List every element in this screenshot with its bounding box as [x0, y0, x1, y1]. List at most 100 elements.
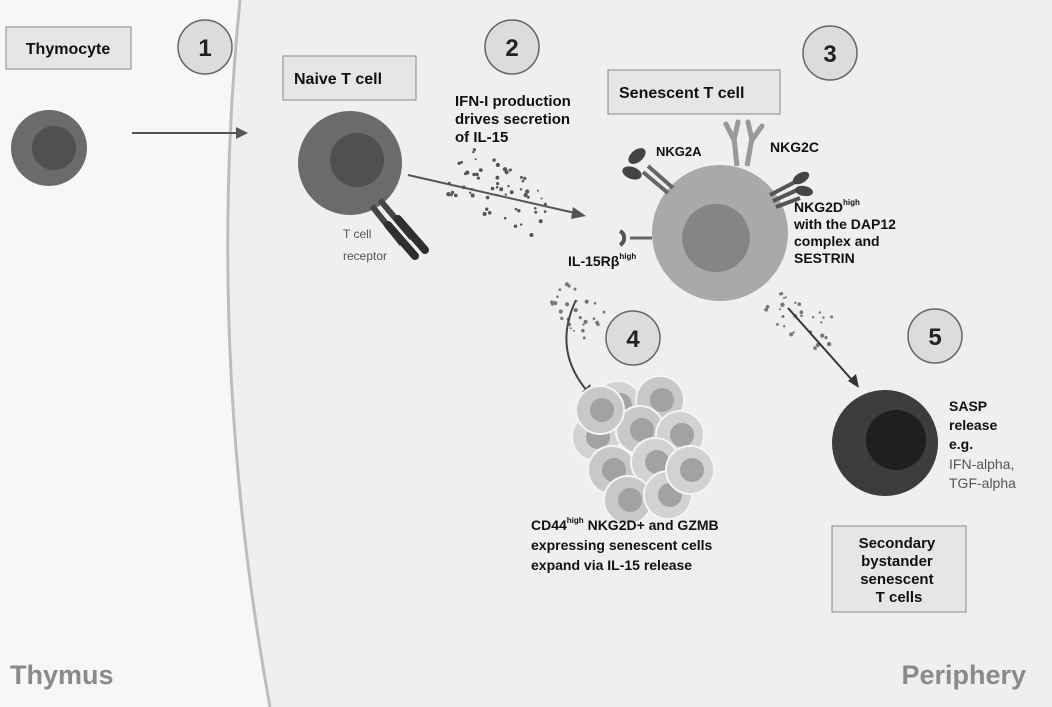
- secretion-dot: [593, 301, 597, 305]
- secretion-dot: [560, 316, 564, 321]
- secretion-dot: [450, 193, 453, 197]
- secretion-dot: [446, 192, 451, 197]
- secretion-dot: [470, 193, 475, 198]
- secretion-dot: [495, 175, 500, 180]
- secretion-dot: [503, 216, 507, 220]
- il-15r-label: IL-15Rβhigh: [568, 252, 636, 269]
- secretion-dot: [584, 299, 589, 304]
- secretion-dot: [564, 282, 570, 287]
- ifn-production-text: IFN-I production drives secretion of IL-…: [455, 93, 575, 146]
- secretion-dot: [581, 328, 585, 333]
- secretion-dot: [830, 315, 834, 319]
- secretion-dot: [543, 210, 547, 213]
- secretion-dot: [558, 309, 563, 314]
- secretion-dot: [463, 172, 467, 176]
- step-2-badge: 2: [484, 19, 540, 75]
- secretion-dot: [602, 310, 606, 314]
- step-3-number: 3: [823, 41, 836, 68]
- secretion-dot: [492, 158, 496, 162]
- secretion-dot: [543, 202, 547, 206]
- secretion-dot: [478, 168, 483, 173]
- secretion-dot: [534, 210, 538, 214]
- secretion-dot: [783, 325, 786, 328]
- naive-t-cell: [298, 111, 402, 215]
- secretion-dot: [780, 302, 785, 307]
- secretion-dot: [573, 329, 575, 332]
- secretion-dot: [565, 302, 570, 307]
- secretion-dot: [496, 182, 500, 186]
- step-4-badge: 4: [605, 310, 661, 366]
- step-1-badge: 1: [177, 19, 233, 75]
- step-2-number: 2: [505, 35, 518, 62]
- secretion-dot: [540, 197, 543, 200]
- t-cell-receptor-label: T cell receptor: [343, 227, 387, 263]
- step-4-secretion-dots: [550, 282, 606, 340]
- nkg2c-label: NKG2C: [770, 139, 819, 155]
- t-cell-receptor-icon: [369, 198, 429, 260]
- thymocyte-cell: [11, 110, 87, 186]
- periphery-label: Periphery: [901, 660, 1026, 690]
- secretion-dot: [783, 297, 785, 299]
- secretion-dot: [521, 179, 525, 183]
- nkg2d-receptor-icon: [769, 171, 813, 209]
- sasp-arrow: [787, 307, 859, 388]
- secretion-dot: [520, 175, 523, 179]
- secretion-dot: [781, 315, 785, 318]
- secretion-dot: [820, 333, 825, 338]
- naive-t-cell-label: Naive T cell: [294, 71, 382, 88]
- secretion-dot: [523, 193, 528, 198]
- expanded-senescent-cell-cluster: [571, 375, 715, 525]
- secretion-dot: [778, 308, 782, 311]
- senescent-cell: [665, 445, 715, 495]
- secretion-dot: [482, 211, 487, 217]
- secretion-dot: [824, 336, 828, 340]
- secretion-dot: [472, 172, 476, 177]
- thymus-to-periphery-arrow: [132, 127, 248, 139]
- secretion-dot: [582, 336, 586, 340]
- nkg2d-label: NKG2Dhigh with the DAP12 complex and SES…: [793, 192, 900, 266]
- secretion-dot: [472, 148, 476, 152]
- secretion-dot: [526, 195, 530, 199]
- sasp-secretion-dots: [764, 292, 834, 351]
- secretion-dot: [592, 317, 596, 320]
- secretion-dot: [534, 207, 537, 210]
- step-3-badge: 3: [802, 25, 858, 81]
- secretion-dot: [814, 348, 817, 351]
- secretion-dot: [780, 292, 784, 296]
- secondary-bystander-box: Secondary bystander senescent T cells: [831, 525, 967, 613]
- secretion-dot: [822, 316, 825, 319]
- secretion-dot: [495, 185, 499, 189]
- secretion-dot: [495, 162, 500, 168]
- secretion-dot: [509, 190, 514, 195]
- secretion-dot: [450, 190, 455, 195]
- secretion-dot: [499, 187, 504, 192]
- secretion-dot: [797, 302, 802, 307]
- secretion-dot: [583, 319, 588, 324]
- secretion-dot: [485, 195, 490, 200]
- secretion-dot: [490, 186, 495, 191]
- secondary-bystander-label: Secondary bystander senescent T cells: [859, 535, 940, 606]
- secretion-dot: [504, 170, 509, 175]
- senescent-t-cell-box: Senescent T cell: [607, 69, 781, 115]
- secretion-dot: [818, 311, 821, 314]
- secretion-dot: [799, 310, 804, 315]
- secretion-dot: [514, 207, 518, 211]
- secretion-dot: [800, 314, 803, 318]
- nkg2c-receptor-icon: [723, 119, 765, 167]
- secretion-dot: [596, 323, 600, 327]
- secretion-dot: [454, 193, 458, 198]
- secretion-dot: [504, 193, 507, 196]
- secretion-dot: [525, 189, 530, 194]
- senescent-cell: [575, 385, 625, 435]
- thymus-label: Thymus: [10, 660, 114, 690]
- secretion-dot: [792, 331, 795, 334]
- secretion-dot: [517, 209, 521, 213]
- secretion-dot: [556, 295, 559, 299]
- secretion-dot: [820, 321, 823, 324]
- il-15-secretion-dots: [446, 148, 547, 237]
- secretion-dot: [826, 341, 832, 347]
- secretion-dot: [519, 188, 523, 191]
- thymocyte-label: Thymocyte: [26, 41, 111, 58]
- secretion-dot: [538, 219, 543, 224]
